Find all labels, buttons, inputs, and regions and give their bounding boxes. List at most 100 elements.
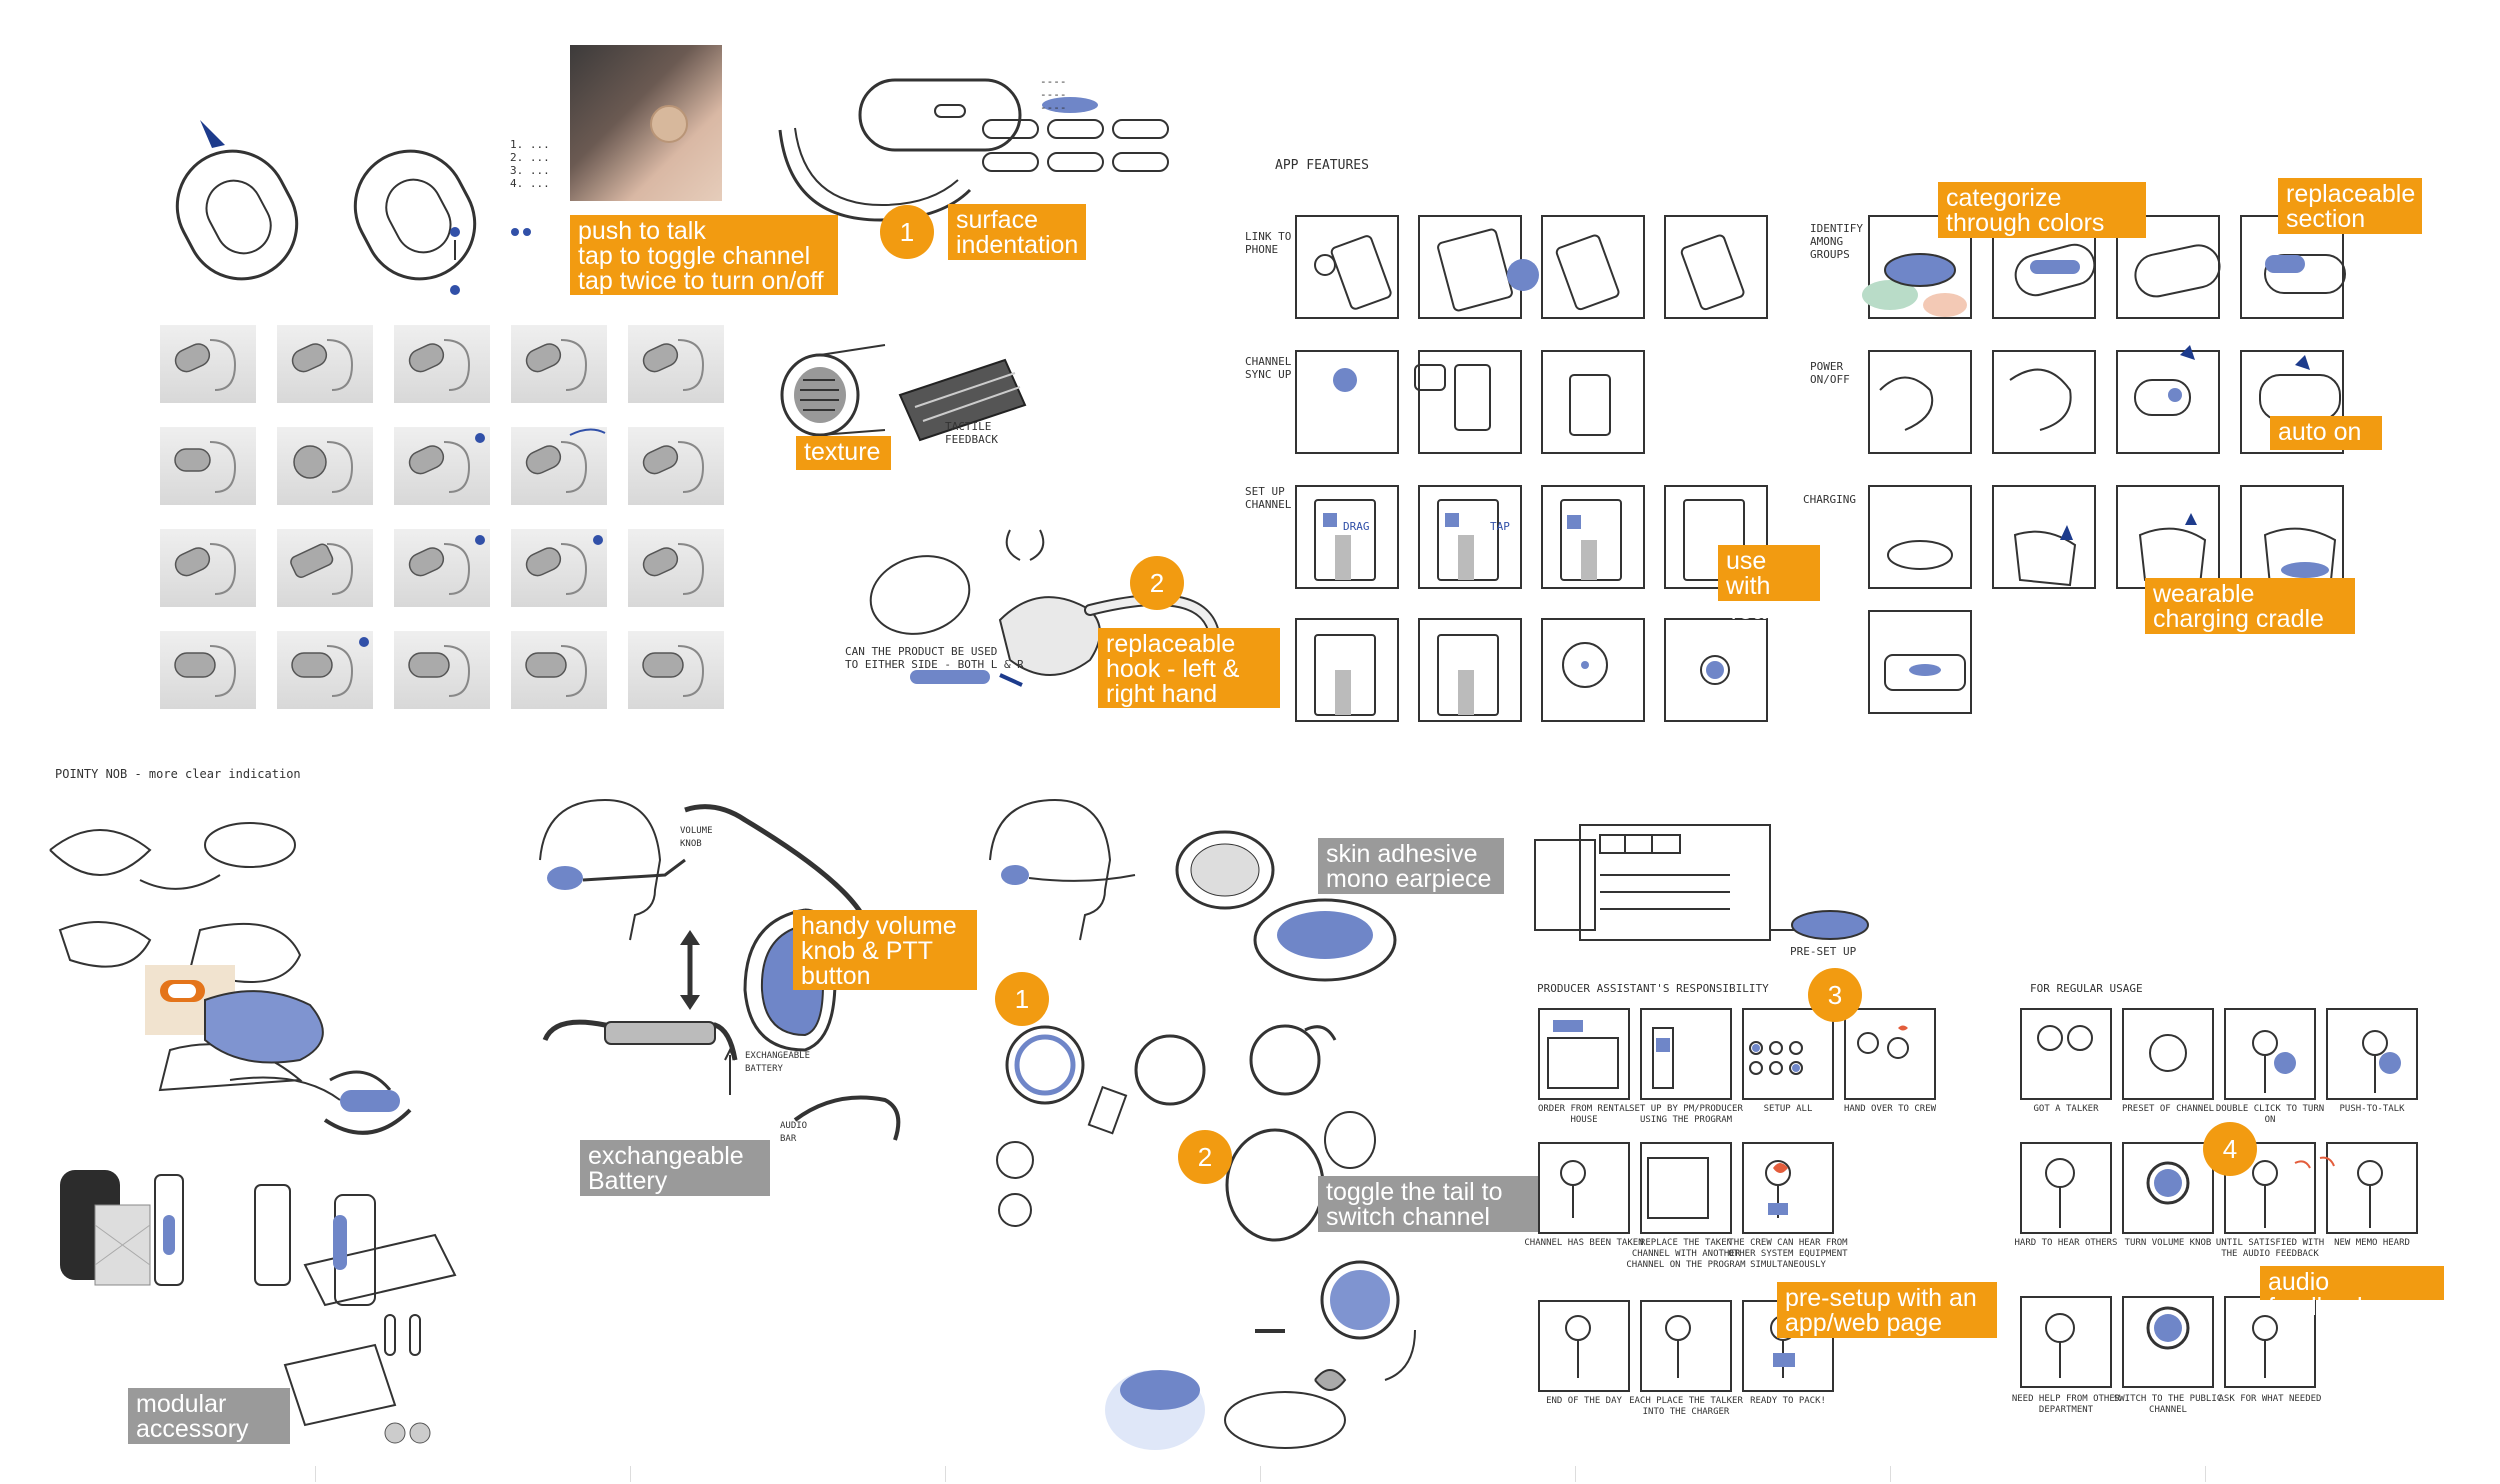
usage-frame bbox=[2326, 1142, 2418, 1234]
producer-caption: READY TO PACK! bbox=[1750, 1396, 1826, 1406]
storyboard-frame bbox=[1295, 350, 1399, 454]
usage-caption: SWITCH TO THE PUBLIC CHANNEL bbox=[2113, 1394, 2223, 1415]
producer-responsibility-title: PRODUCER ASSISTANT'S RESPONSIBILITY bbox=[1537, 982, 1769, 995]
pointy-nob-sketch bbox=[49, 822, 412, 1135]
number-badge-3: 3 bbox=[1808, 968, 1862, 1022]
usage-caption: UNTIL SATISFIED WITH THE AUDIO FEEDBACK bbox=[2215, 1238, 2325, 1259]
usage-frame bbox=[2020, 1296, 2112, 1388]
gesture-icons bbox=[450, 227, 531, 295]
divider bbox=[315, 1466, 316, 1482]
wearable-cradle-tag: wearable charging cradle bbox=[2145, 578, 2355, 634]
number-badge-2-top: 2 bbox=[1130, 556, 1184, 610]
texture-sketch bbox=[780, 344, 1027, 442]
earpiece-in-photo bbox=[650, 105, 688, 143]
ear-render-grid bbox=[160, 325, 730, 710]
storyboard-frame bbox=[1541, 215, 1645, 319]
earpiece-sketch-arrow bbox=[175, 120, 477, 281]
usage-frame bbox=[2122, 1008, 2214, 1100]
divider bbox=[2205, 1466, 2206, 1482]
row-label-link-phone: LINK TO PHONE bbox=[1245, 230, 1292, 256]
gesture-notes: 1. ...2. ...3. ...4. ... bbox=[510, 138, 550, 190]
producer-frame bbox=[1538, 1142, 1630, 1234]
usage-caption: TURN VOLUME KNOB bbox=[2124, 1238, 2212, 1248]
divider bbox=[1260, 1466, 1261, 1482]
divider bbox=[630, 1466, 631, 1482]
exchangeable-battery-note: EXCHANGEABLE BATTERY bbox=[745, 1051, 811, 1074]
pre-setup-screen-sketch bbox=[1534, 824, 1869, 941]
usage-caption: NEW MEMO HEARD bbox=[2334, 1238, 2410, 1248]
producer-caption: REPLACE THE TAKEN CHANNEL WITH ANOTHER C… bbox=[1626, 1238, 1746, 1270]
for-regular-usage-title: FOR REGULAR USAGE bbox=[2030, 982, 2143, 995]
producer-caption: END OF THE DAY bbox=[1546, 1396, 1622, 1406]
replaceable-hook-tag: replaceable hook - left & right hand use… bbox=[1098, 628, 1280, 732]
storyboard-frame bbox=[1992, 485, 2096, 589]
usage-caption: HARD TO HEAR OTHERS bbox=[2014, 1238, 2118, 1248]
divider bbox=[945, 1466, 946, 1482]
audio-feedback-tag: audio feedback bbox=[2260, 1266, 2444, 1320]
producer-caption: THE CREW CAN HEAR FROM OTHER SYSTEM EQUI… bbox=[1728, 1238, 1848, 1270]
storyboard-frame bbox=[1541, 618, 1645, 722]
usage-caption: GOT A TALKER bbox=[2033, 1104, 2099, 1114]
row-label-charging: CHARGING bbox=[1803, 493, 1856, 506]
accessory-sketch bbox=[60, 1170, 457, 1444]
surface-indentation-tag: surface indentation bbox=[948, 204, 1086, 260]
usage-frame bbox=[2020, 1142, 2112, 1234]
storyboard-details-left bbox=[1314, 228, 1745, 716]
usage-frame bbox=[2224, 1142, 2316, 1234]
producer-frame bbox=[1640, 1008, 1732, 1100]
volume-knob-note: VOLUME KNOB bbox=[680, 826, 713, 849]
drag-label: DRAG bbox=[1343, 520, 1370, 533]
use-with-teams-tag: use with Teams bbox=[1718, 545, 1820, 624]
producer-caption: EACH PLACE THE TALKER INTO THE CHARGER bbox=[1629, 1396, 1743, 1417]
number-badge-1-top: 1 bbox=[880, 205, 934, 259]
handy-volume-tag: handy volume knob & PTT button bbox=[793, 910, 977, 990]
row-label-channel-sync: CHANNEL SYNC UP bbox=[1245, 355, 1292, 381]
pre-setup-tag: pre-setup with an app/web page bbox=[1777, 1282, 1997, 1338]
producer-caption: CHANNEL HAS BEEN TAKEN bbox=[1524, 1238, 1644, 1248]
ear-photo bbox=[570, 45, 722, 201]
neckband-note: ------------ bbox=[1040, 75, 1067, 114]
pointy-nob-title: POINTY NOB - more clear indication bbox=[55, 767, 301, 781]
number-badge-2-bottom: 2 bbox=[1178, 1130, 1232, 1184]
exchangeable-battery-tag: exchangeable Battery bbox=[580, 1140, 770, 1196]
usage-caption: DOUBLE CLICK TO TURN ON bbox=[2215, 1104, 2325, 1125]
producer-caption: SETUP ALL bbox=[1763, 1104, 1813, 1114]
usage-caption: PUSH-TO-TALK bbox=[2339, 1104, 2405, 1114]
row-label-power-onoff: POWER ON/OFF bbox=[1810, 360, 1850, 386]
storyboard-frame bbox=[1992, 350, 2096, 454]
storyboard-frame bbox=[1868, 485, 1972, 589]
divider bbox=[1575, 1466, 1576, 1482]
storyboard-frame bbox=[1664, 215, 1768, 319]
storyboard-frame bbox=[1541, 350, 1645, 454]
app-features-title: APP FEATURES bbox=[1275, 158, 1369, 173]
row-label-set-up-channel: SET UP CHANNEL bbox=[1245, 485, 1292, 511]
usage-caption: PRESET OF CHANNEL bbox=[2121, 1104, 2215, 1114]
usage-caption: NEED HELP FROM OTHER DEPARTMENT bbox=[2011, 1394, 2121, 1415]
storyboard-frame bbox=[2116, 350, 2220, 454]
skin-adhesive-tag: skin adhesive mono earpiece bbox=[1318, 838, 1504, 894]
texture-tag: texture bbox=[796, 436, 891, 470]
producer-frame bbox=[1640, 1300, 1732, 1392]
number-badge-1-bottom: 1 bbox=[995, 972, 1049, 1026]
push-to-talk-tag: push to talk tap to toggle channel tap t… bbox=[570, 215, 838, 295]
replaceable-section-tag: replaceable section bbox=[2278, 178, 2422, 234]
storyboard-frame bbox=[1418, 350, 1522, 454]
modular-accessory-tag: modular accessory set bbox=[128, 1388, 290, 1467]
ear-grid-overlay bbox=[174, 339, 705, 697]
producer-frame bbox=[1742, 1142, 1834, 1234]
producer-caption: HAND OVER TO CREW bbox=[1843, 1104, 1937, 1114]
producer-caption: ORDER FROM RENTAL HOUSE bbox=[1537, 1104, 1631, 1125]
tap-label: TAP bbox=[1490, 520, 1510, 533]
producer-caption: SET UP BY PM/PRODUCER USING THE PROGRAM bbox=[1629, 1104, 1743, 1125]
producer-frame bbox=[1538, 1300, 1630, 1392]
producer-frame-details bbox=[1547, 1020, 1909, 1378]
categorize-colors-tag: categorize through colors bbox=[1938, 182, 2146, 238]
usage-frame-details bbox=[2037, 1025, 2401, 1378]
storyboard-frame bbox=[1868, 350, 1972, 454]
toggle-tail-tag: toggle the tail to switch channel bbox=[1318, 1176, 1540, 1232]
tactile-feedback-note: TACTILE FEEDBACK bbox=[945, 420, 998, 446]
usage-frame bbox=[2020, 1008, 2112, 1100]
storyboard-details-right bbox=[1862, 243, 2346, 691]
auto-on-tag: auto on bbox=[2270, 416, 2382, 450]
